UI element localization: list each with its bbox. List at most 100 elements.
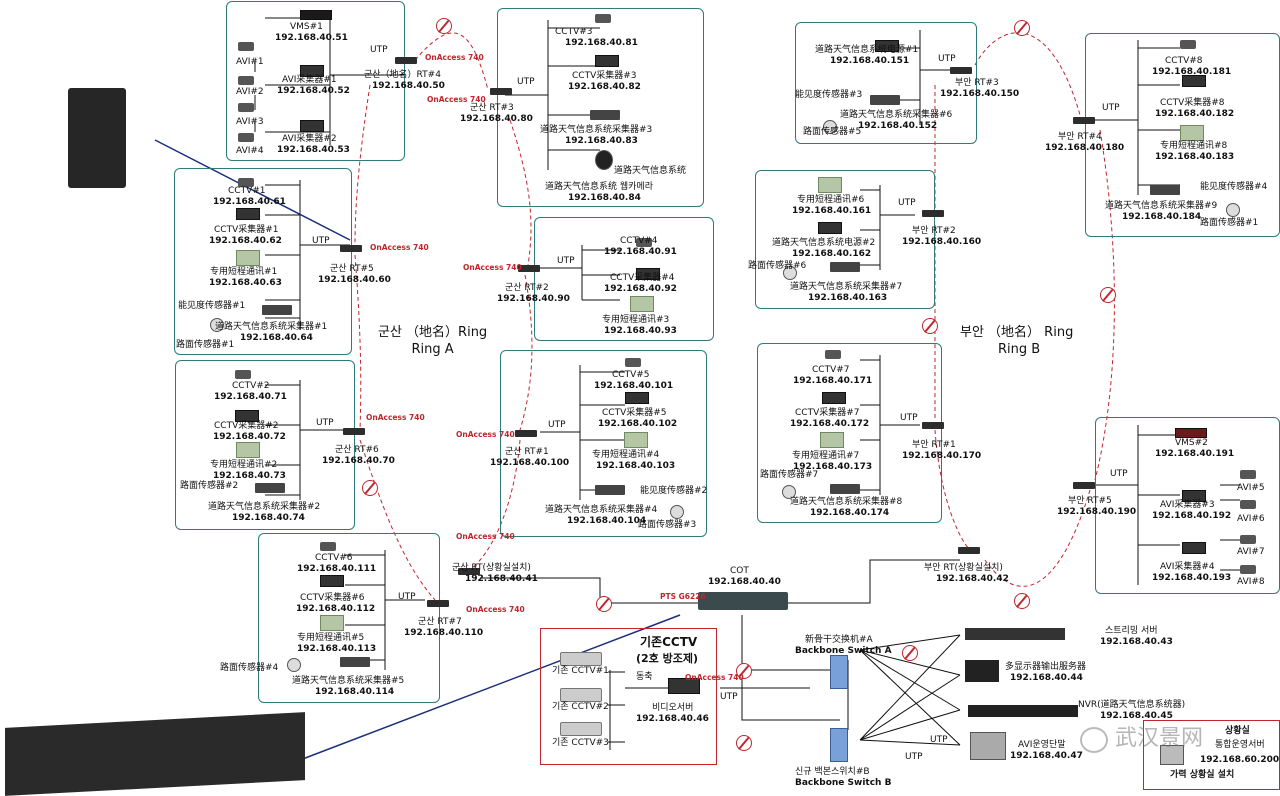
panel-rt7-gunsan <box>258 533 440 703</box>
node-ip: 192.168.40.190 <box>1057 507 1137 517</box>
device-name: 专用短程通讯#2 <box>210 460 278 470</box>
ring-b-label: 부안 （地名） Ring Ring B <box>960 324 1073 358</box>
device-name: 道路天气信息系统采集器#1 <box>215 322 328 332</box>
device-ip: 192.168.40.113 <box>297 644 377 654</box>
device-name: 路面传感器#6 <box>748 261 807 271</box>
avi-camera-icon <box>238 133 254 142</box>
rt-switch-icon <box>490 88 512 95</box>
device-name: 道路天气信息系统 <box>614 166 687 176</box>
device-name: 专用短程通讯#6 <box>797 195 865 205</box>
pts-label: PTS G6226 <box>660 592 706 601</box>
node-name: 군산（地名）RT#4 <box>364 70 441 80</box>
ring-a-label: 군산 （地名）Ring Ring A <box>378 324 487 358</box>
avi-camera-icon <box>238 103 254 112</box>
device-ip: 192.168.40.112 <box>296 604 376 614</box>
node-name: 군산 RT#2 <box>505 283 549 293</box>
avi-camera-icon <box>1240 565 1256 574</box>
onaccess-label: OnAccess 740 <box>463 263 522 272</box>
dsrc-icon <box>630 296 654 312</box>
device-name: 路面传感器#7 <box>760 470 819 480</box>
device-ip: 192.168.40.71 <box>214 392 287 402</box>
device-name: 专用短程通讯#8 <box>1160 141 1228 151</box>
node-name: 군산 RT#5 <box>330 264 374 274</box>
collector-icon <box>1182 542 1206 554</box>
ring-break-marker <box>596 596 612 612</box>
ring-break-marker <box>902 645 918 661</box>
node-name: 군산 RT#1 <box>505 447 549 457</box>
ring-break-marker <box>1014 593 1030 609</box>
device-name: AVI#6 <box>1237 514 1265 524</box>
server-name: 多显示器输出服务器 <box>1005 662 1087 672</box>
coax-label: 동축 <box>636 672 653 682</box>
power-icon <box>875 40 899 52</box>
device-name: 专用短程通讯#1 <box>210 267 278 277</box>
device-name: 专用短程通讯#5 <box>297 633 365 643</box>
onaccess-label: OnAccess 740 <box>425 53 484 62</box>
device-name: 专用短程通讯#4 <box>592 450 660 460</box>
ring-a-line1: 군산 （地名）Ring <box>378 325 488 340</box>
node-ip: 192.168.40.42 <box>936 574 1009 584</box>
ctrl-room-title: 상황실 <box>1225 726 1250 736</box>
device-name: 路面传感器#1 <box>176 340 235 350</box>
node-ip: 192.168.40.150 <box>940 89 1020 99</box>
node-name: 군산 RT(상황실설치) <box>452 563 531 573</box>
utp-label: UTP <box>398 592 416 602</box>
device-ip: 192.168.40.62 <box>209 236 282 246</box>
collector-icon <box>300 65 324 77</box>
backbone-a-cn: 新骨干交换机#A <box>805 635 873 645</box>
device-name: CCTV#4 <box>620 236 658 246</box>
ring-b-line1: 부안 （地名） Ring <box>960 325 1074 340</box>
rt-switch-icon <box>1073 117 1095 124</box>
device-ip: 192.168.40.151 <box>830 56 910 66</box>
legacy-cam-label: 기존 CCTV#1 <box>552 666 609 676</box>
node-name: 군산 RT#7 <box>418 617 462 627</box>
road-sensor-icon <box>287 658 301 672</box>
device-name: 路面传感器#2 <box>180 481 239 491</box>
cctv-camera-icon <box>625 358 641 367</box>
device-ip: 192.168.40.192 <box>1152 511 1232 521</box>
cctv-camera-icon <box>1180 40 1196 49</box>
rt-switch-icon <box>395 57 417 64</box>
device-ip: 192.168.40.171 <box>793 376 873 386</box>
server-name: AVI운영단말 <box>1018 740 1066 750</box>
dsrc-icon <box>818 177 842 193</box>
device-ip: 192.168.40.193 <box>1152 573 1232 583</box>
video-server-icon <box>668 678 700 694</box>
collector-icon <box>235 410 259 422</box>
node-ip: 192.168.40.50 <box>372 81 445 91</box>
device-name: CCTV采集器#8 <box>1160 98 1225 108</box>
ring-break-marker <box>1014 20 1030 36</box>
device-ip: 192.168.40.181 <box>1152 67 1232 77</box>
rt-switch-icon <box>518 265 540 272</box>
avi-camera-icon <box>1240 535 1256 544</box>
device-name: AVI#2 <box>236 87 264 97</box>
panel-rt1-buan <box>757 343 942 523</box>
collector-icon <box>1182 490 1206 502</box>
device-name: VMS#1 <box>290 22 323 32</box>
cot-device <box>698 592 788 610</box>
device-ip: 192.168.40.191 <box>1155 449 1235 459</box>
utp-label: UTP <box>720 692 738 702</box>
onaccess-label: OnAccess 740 <box>466 605 525 614</box>
legacy-camera-icon <box>560 688 602 702</box>
ring-break-marker <box>1100 287 1116 303</box>
backbone-a-en: Backbone Switch A <box>795 646 892 656</box>
weather-collector-icon <box>595 485 625 495</box>
device-name: AVI采集器#4 <box>1160 562 1215 572</box>
rt-switch-icon <box>922 422 944 429</box>
computer-icon <box>1160 745 1184 765</box>
vms-icon <box>1175 428 1207 438</box>
device-name: 道路天气信息系统采集器#7 <box>790 282 903 292</box>
rt-switch-icon <box>427 600 449 607</box>
node-ip: 192.168.40.90 <box>497 294 570 304</box>
weather-collector-icon <box>830 484 860 494</box>
device-name: 道路天气信息系统采集器#8 <box>790 497 903 507</box>
legacy-camera-icon <box>560 722 602 736</box>
device-name: 路面传感器#5 <box>803 127 862 137</box>
legacy-camera-icon <box>560 652 602 666</box>
device-ip: 192.168.40.73 <box>213 471 286 481</box>
device-name: 道路天气信息系统采集器#3 <box>540 125 653 135</box>
utp-label: UTP <box>312 236 330 246</box>
node-name: 부안 RT#5 <box>1068 496 1112 506</box>
